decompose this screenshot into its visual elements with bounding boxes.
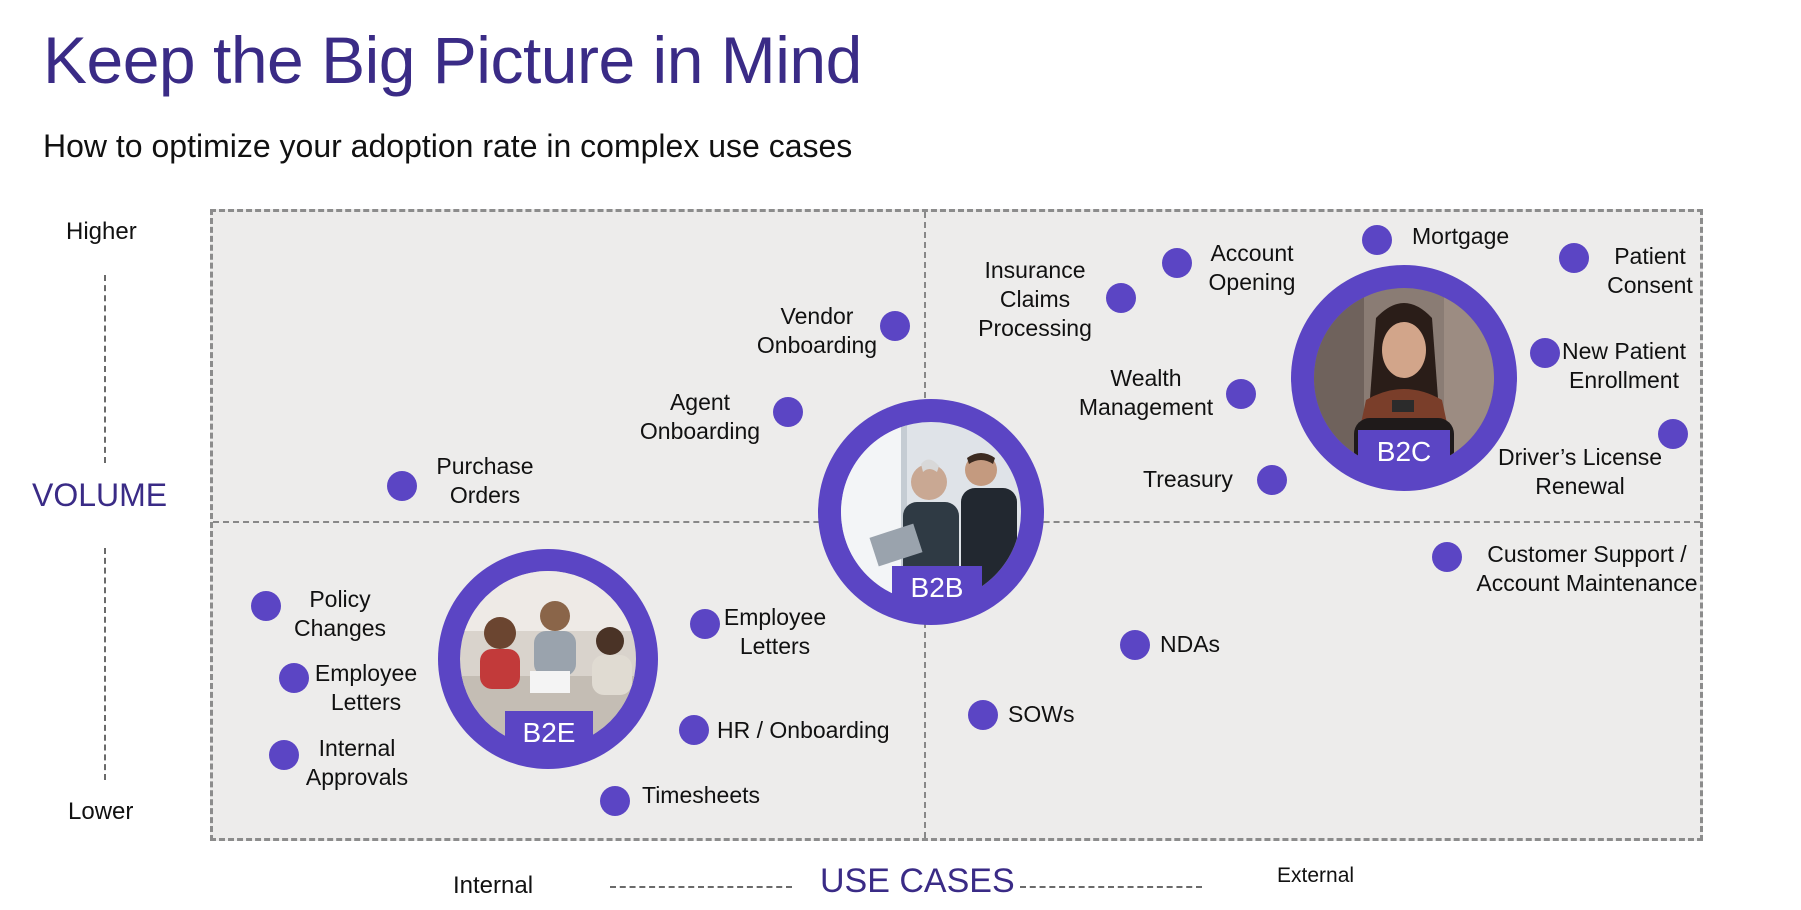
- use-case-dot-treasury: [1257, 465, 1287, 495]
- y-axis-title: VOLUME: [32, 477, 168, 513]
- use-case-dot-internal-approvals: [269, 740, 299, 770]
- use-case-dot-wealth-management: [1226, 379, 1256, 409]
- use-case-dot-employee-letters: [690, 609, 720, 639]
- segment-circle-b2e: B2E: [438, 549, 658, 769]
- x-axis-dash-left: [610, 886, 792, 888]
- segment-label-b2e: B2E: [505, 711, 593, 755]
- use-case-dot-sows: [968, 700, 998, 730]
- use-case-label-timesheets: Timesheets: [642, 782, 761, 808]
- use-case-dot-agent-onboarding: [773, 397, 803, 427]
- y-axis-high-label: Higher: [66, 218, 137, 245]
- use-case-dot-account-opening: [1162, 248, 1192, 278]
- use-case-dot-customer-support: [1432, 542, 1462, 572]
- page-subtitle: How to optimize your adoption rate in co…: [43, 128, 853, 164]
- use-case-dot-purchase-orders: [387, 471, 417, 501]
- use-case-dot-new-patient-enrollment: [1530, 338, 1560, 368]
- use-case-dot-employee-letters-internal: [279, 663, 309, 693]
- y-axis-low-label: Lower: [68, 798, 134, 825]
- use-case-dot-policy-changes: [251, 591, 281, 621]
- use-case-dot-vendor-onboarding: [880, 311, 910, 341]
- use-case-label-customer-support: Customer Support /Account Maintenance: [1476, 541, 1698, 596]
- use-case-dot-timesheets: [600, 786, 630, 816]
- use-case-dot-ndas: [1120, 630, 1150, 660]
- use-case-dot-mortgage: [1362, 225, 1392, 255]
- segment-circle-b2b: B2B: [818, 399, 1044, 625]
- use-case-label-treasury: Treasury: [1143, 466, 1233, 492]
- page-title: Keep the Big Picture in Mind: [43, 23, 862, 97]
- x-axis-title: USE CASES: [820, 862, 1015, 900]
- use-case-label-ndas: NDAs: [1160, 631, 1221, 657]
- use-case-dot-drivers-license-renewal: [1658, 419, 1688, 449]
- y-axis-dash-top: [104, 275, 106, 463]
- use-case-label-sows: SOWs: [1008, 701, 1075, 727]
- segment-label-b2b: B2B: [892, 566, 982, 610]
- x-axis-left-label: Internal: [453, 872, 534, 899]
- use-case-dot-hr-onboarding: [679, 715, 709, 745]
- y-axis-dash-bottom: [104, 548, 106, 780]
- segment-circle-b2c: B2C: [1291, 265, 1517, 491]
- use-case-label-hr-onboarding: HR / Onboarding: [717, 717, 890, 743]
- x-axis-dash-right: [1020, 886, 1202, 888]
- segment-label-b2c: B2C: [1358, 430, 1450, 474]
- use-case-dot-insurance-claims: [1106, 283, 1136, 313]
- use-case-dot-patient-consent: [1559, 243, 1589, 273]
- x-axis-right-label: External: [1277, 864, 1355, 887]
- use-case-label-mortgage: Mortgage: [1412, 223, 1510, 249]
